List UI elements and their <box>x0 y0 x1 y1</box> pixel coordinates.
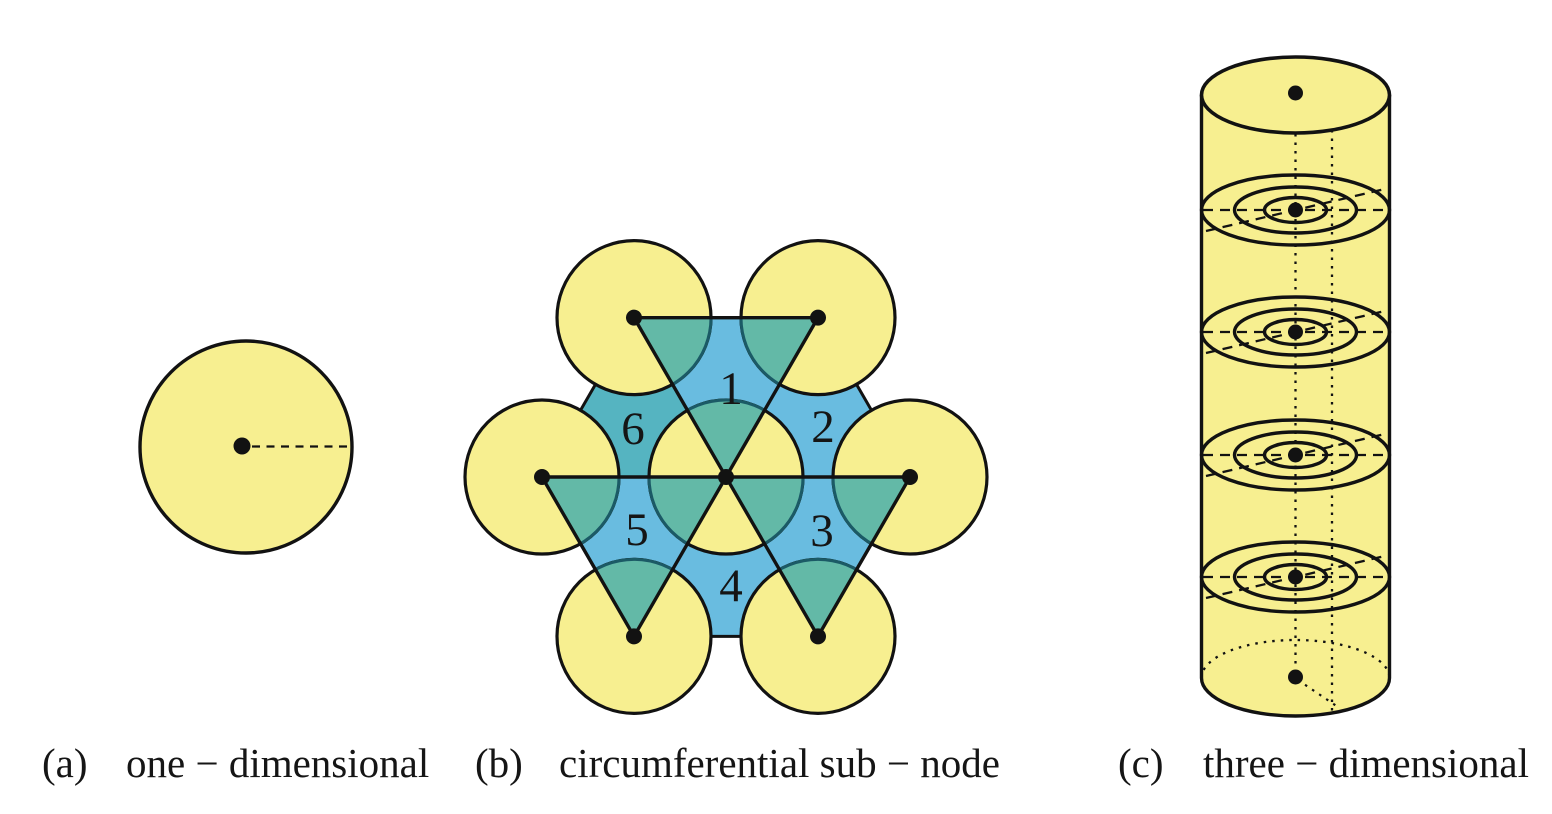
node-dot <box>1288 447 1303 463</box>
node-dot <box>626 309 642 326</box>
panel-a-one-dimensional <box>138 339 354 555</box>
ring-outer <box>1199 173 1392 247</box>
panel-b-circumferential-subnode: 1 2 3 4 5 6 <box>463 239 989 715</box>
node-dot <box>1288 569 1303 585</box>
node-dot <box>810 628 826 645</box>
region-label-3: 3 <box>810 505 834 557</box>
caption-a: (a) one − dimensional <box>42 740 429 786</box>
bottom-face-dot <box>1288 669 1303 685</box>
overlap-wedge <box>542 477 621 556</box>
caption-b-text: circumferential sub − node <box>559 740 1000 786</box>
captions: (a) one − dimensional (b) circumferential … <box>42 740 1529 786</box>
top-face-dot <box>1288 85 1303 101</box>
caption-c-text: three − dimensional <box>1203 740 1529 786</box>
node-dot <box>233 437 251 455</box>
cylinder-bottom-back-arc <box>1200 638 1391 679</box>
overlap-wedge <box>647 477 726 556</box>
node-dot <box>902 469 918 485</box>
ring-groups <box>1199 173 1392 614</box>
region-label-5: 5 <box>625 504 649 556</box>
node-dot <box>1288 324 1303 340</box>
ring-group <box>1199 540 1392 614</box>
ring-outer <box>1199 418 1392 492</box>
node-dot <box>626 628 642 645</box>
node-dot <box>1288 202 1303 218</box>
region-label-2: 2 <box>811 401 835 453</box>
ring-group <box>1199 295 1392 369</box>
panel-c-three-dimensional <box>1199 55 1392 718</box>
region-label-6: 6 <box>621 403 645 455</box>
ring-group <box>1199 173 1392 247</box>
caption-a-label: (a) <box>42 740 88 786</box>
region-label-1: 1 <box>719 363 743 415</box>
node-dot <box>810 309 826 326</box>
ring-group <box>1199 418 1392 492</box>
overlap-wedge <box>634 317 713 397</box>
region-label-4: 4 <box>719 560 743 612</box>
cylinder-bottom-front-arc <box>1199 677 1392 718</box>
overlap-wedge <box>831 477 910 556</box>
ring-outer <box>1199 295 1392 369</box>
node-dot <box>534 469 550 485</box>
region-labels: 1 2 3 4 5 6 <box>621 363 835 612</box>
caption-a-text: one − dimensional <box>126 740 429 786</box>
ring-outer <box>1199 540 1392 614</box>
edge-left-lower <box>540 476 636 638</box>
caption-c: (c) three − dimensional <box>1118 740 1529 786</box>
edge-right-lower <box>816 476 912 638</box>
caption-b: (b) circumferential sub − node <box>475 740 1000 786</box>
caption-b-label: (b) <box>475 740 523 786</box>
overlap-wedge <box>739 317 818 397</box>
overlap-wedge <box>726 477 805 556</box>
node-dot-center <box>718 469 734 485</box>
node-dots <box>534 309 918 645</box>
caption-c-label: (c) <box>1118 740 1164 786</box>
